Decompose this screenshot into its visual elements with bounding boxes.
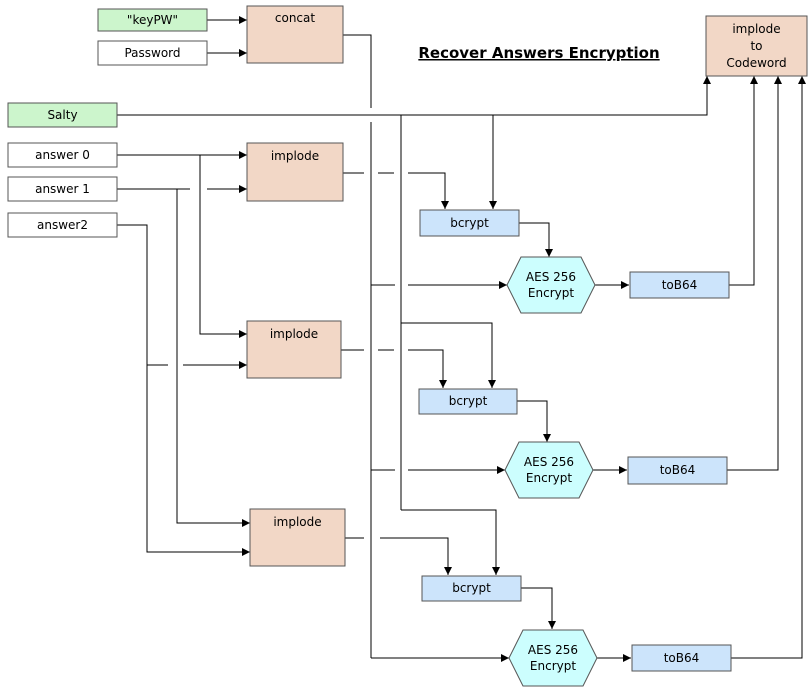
node-tob64-3: toB64	[631, 644, 732, 672]
node-aes-3: AES 256 Encrypt	[508, 629, 598, 687]
arrow-answer0-implode2	[199, 155, 247, 338]
node-implode-1: implode	[246, 142, 344, 202]
input-answer1: answer 1	[7, 176, 118, 202]
node-tob64-1-label: toB64	[662, 278, 698, 292]
node-implode-2: implode	[246, 320, 342, 379]
arrow-tob64-2-final	[727, 76, 782, 471]
arrow-implode3-bcrypt3	[380, 537, 452, 575]
node-aes-3-line1: AES 256	[528, 643, 578, 657]
node-implode-1-label: implode	[271, 149, 319, 163]
input-answer2: answer2	[7, 212, 118, 238]
node-aes-2: AES 256 Encrypt	[504, 441, 594, 499]
input-password-label: Password	[124, 46, 180, 60]
node-aes-1-line2: Encrypt	[528, 286, 574, 300]
node-final-line1: implode	[732, 22, 780, 36]
node-concat: concat	[246, 5, 344, 64]
input-answer0-label: answer 0	[35, 148, 90, 162]
arrow-salty-final	[117, 76, 711, 116]
node-bcrypt-1-label: bcrypt	[450, 216, 489, 230]
node-implode-3: implode	[249, 508, 346, 567]
node-implode-3-label: implode	[273, 515, 321, 529]
arrow-implode1-bcrypt1	[408, 172, 449, 209]
node-aes-1-line1: AES 256	[526, 270, 576, 284]
arrow-salt-bcrypt3	[401, 509, 500, 575]
input-password: Password	[97, 40, 208, 66]
node-aes-2-line1: AES 256	[524, 455, 574, 469]
input-salty: Salty	[7, 102, 118, 128]
arrow-bcrypt3-aes3	[521, 587, 556, 629]
node-implode-to-codeword: implode to Codeword	[705, 15, 808, 77]
node-concat-label: concat	[275, 11, 315, 25]
node-bcrypt-2-label: bcrypt	[449, 394, 488, 408]
arrow-salt-bcrypt2	[401, 322, 496, 388]
input-keypw: "keyPW"	[97, 8, 208, 32]
arrow-tob64-1-final	[729, 76, 758, 286]
arrow-answer1-implode3	[176, 189, 250, 527]
arrow-tob64-3-final	[731, 76, 806, 659]
connectors	[117, 16, 806, 662]
arrow-implode2-bcrypt2	[408, 349, 447, 388]
input-answer2-label: answer2	[37, 218, 88, 232]
node-implode-2-label: implode	[270, 327, 318, 341]
arrow-bcrypt2-aes2	[517, 400, 551, 442]
node-bcrypt-3-label: bcrypt	[452, 581, 491, 595]
node-bcrypt-1: bcrypt	[419, 209, 520, 237]
line-concat-key-top	[343, 34, 372, 108]
diagram-title: Recover Answers Encryption	[418, 44, 659, 62]
input-answer0: answer 0	[7, 142, 118, 168]
node-tob64-2: toB64	[627, 456, 728, 485]
node-tob64-1: toB64	[629, 271, 730, 299]
node-aes-1: AES 256 Encrypt	[506, 256, 596, 314]
node-tob64-3-label: toB64	[664, 651, 700, 665]
node-tob64-2-label: toB64	[660, 463, 696, 477]
node-aes-3-line2: Encrypt	[530, 659, 576, 673]
node-final-line3: Codeword	[726, 56, 786, 70]
input-answer1-label: answer 1	[35, 182, 90, 196]
node-bcrypt-2: bcrypt	[418, 388, 518, 415]
node-aes-2-line2: Encrypt	[526, 471, 572, 485]
arrow-answer2-implode3	[117, 224, 250, 556]
input-salty-label: Salty	[47, 108, 77, 122]
input-keypw-label: "keyPW"	[127, 13, 178, 27]
node-final-line2: to	[750, 39, 762, 53]
node-bcrypt-3: bcrypt	[421, 575, 522, 602]
arrow-bcrypt1-aes1	[519, 222, 553, 257]
